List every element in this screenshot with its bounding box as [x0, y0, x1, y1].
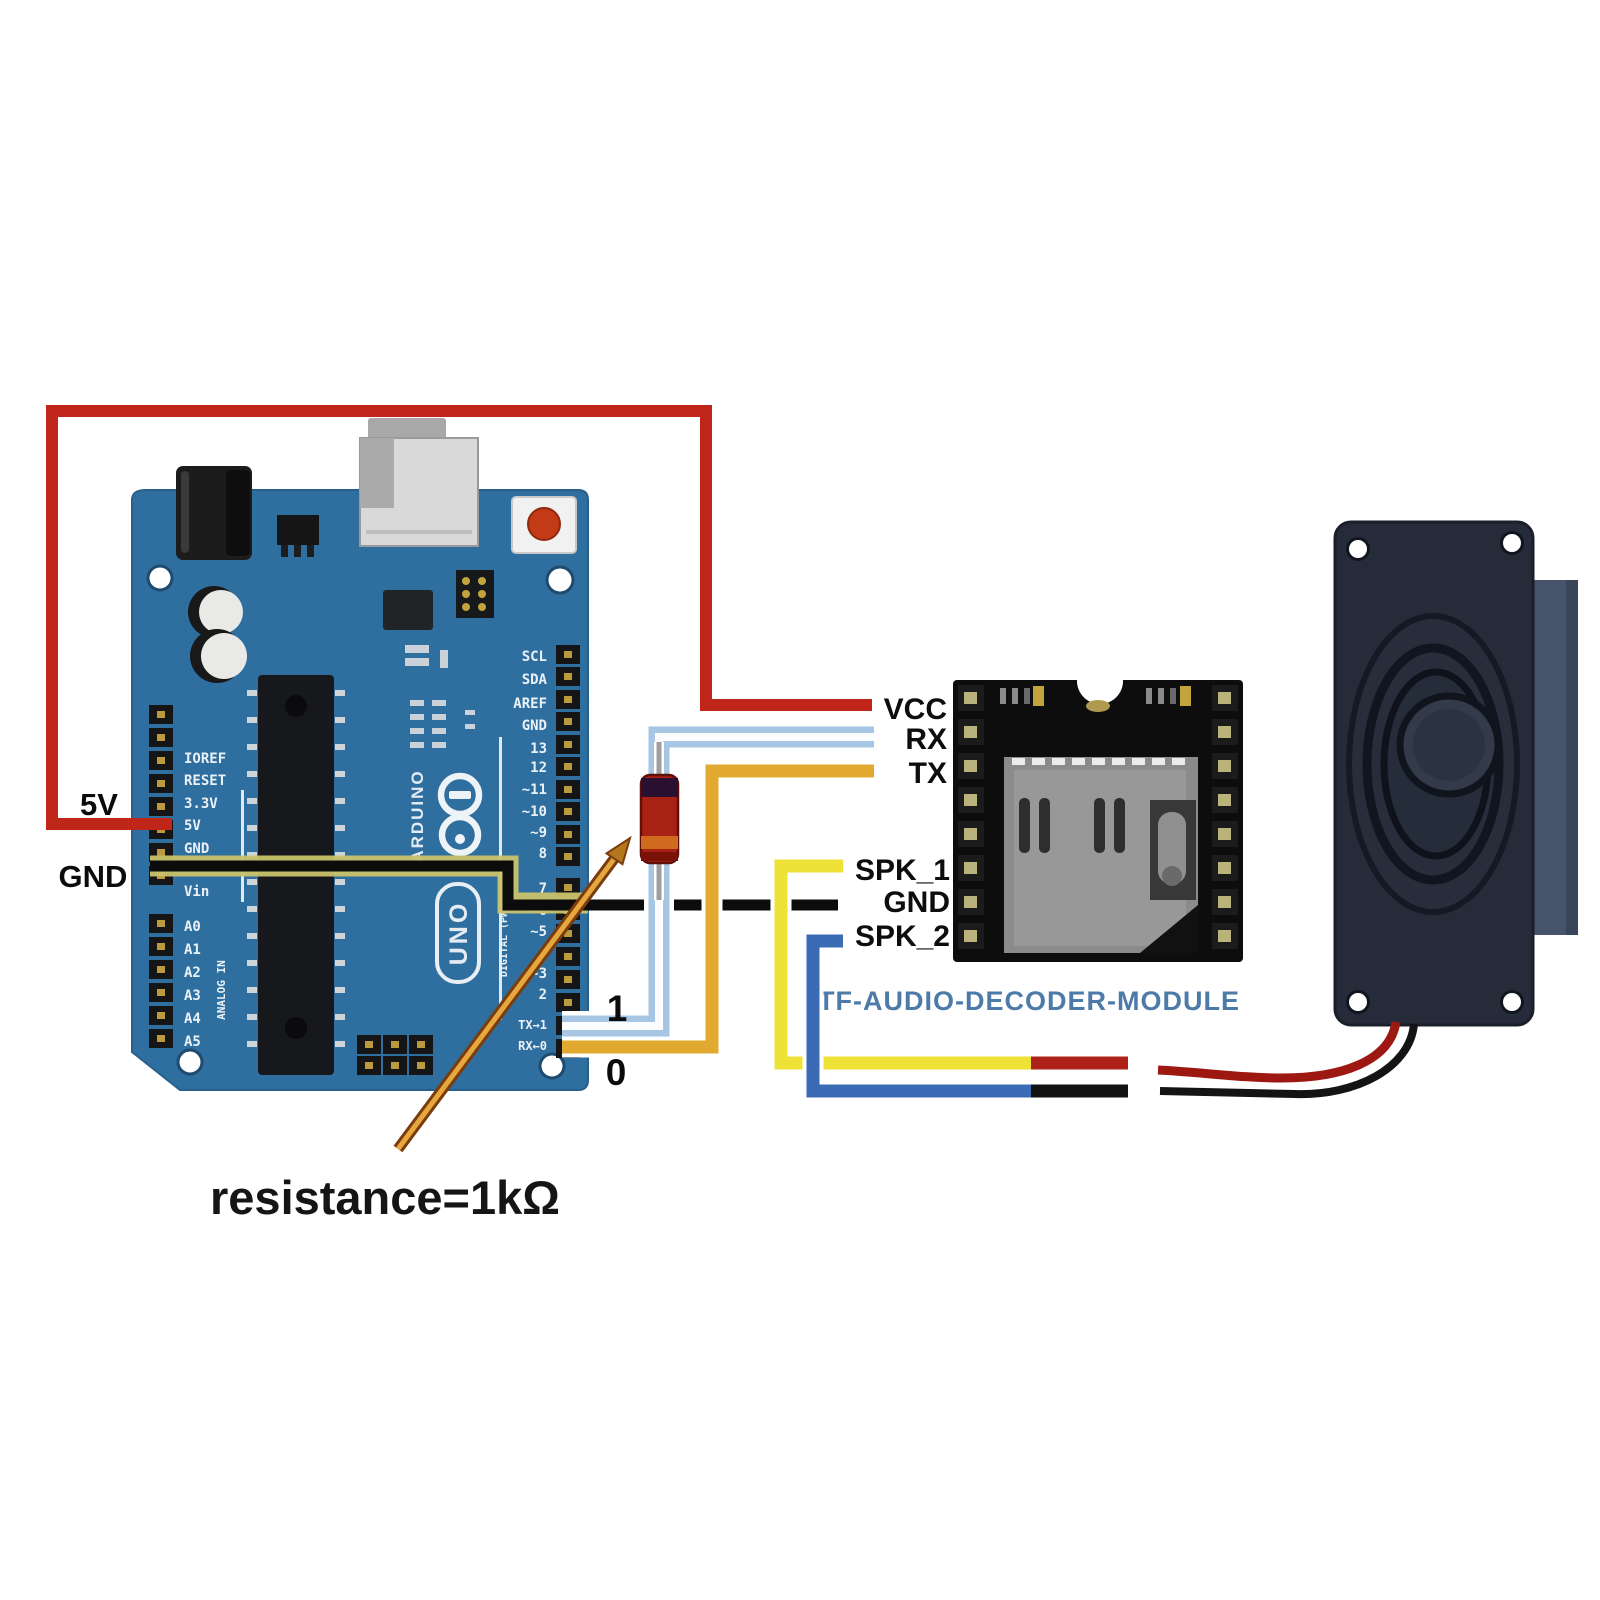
infinity-ring-2	[438, 813, 482, 857]
wire-spk1-yellow	[770, 855, 1031, 1074]
label-5v: 5V	[80, 787, 118, 822]
module-gold-oval	[1086, 700, 1110, 712]
wire-tx-yellow	[562, 760, 874, 1058]
pin-label-2: 2	[539, 987, 547, 1003]
pin-label-10: ~10	[522, 804, 547, 820]
speaker-wire-black	[1159, 1023, 1418, 1099]
analog-pin-labels: A0 A1 A2 A3 A4 A5	[184, 919, 201, 1050]
module-top-notch	[1077, 658, 1123, 704]
speaker-mount-holes	[1346, 531, 1524, 1014]
pin-label-reset: RESET	[184, 773, 226, 789]
uno-badge: UNO	[435, 882, 481, 984]
pin-label-7: 7	[539, 881, 547, 897]
pin-label-5: ~5	[530, 924, 547, 940]
analog-section-label: ANALOG IN	[215, 960, 228, 1020]
reset-button	[511, 496, 577, 554]
pin-label-sda: SDA	[522, 672, 548, 688]
voltage-regulator	[277, 515, 319, 557]
module-title: TF-AUDIO-DECODER-MODULE	[818, 986, 1240, 1016]
pin-label-a0: A0	[184, 919, 201, 935]
pin-label-ioref: IOREF	[184, 751, 226, 767]
silk-line-left	[241, 790, 244, 902]
digital-section-label: DIGITAL (PWM~)	[499, 893, 510, 977]
module-label-spk1: SPK_1	[855, 854, 950, 887]
pin-label-8: 8	[539, 846, 547, 862]
uno-model-text: UNO	[445, 901, 473, 966]
pin-label-9: ~9	[530, 825, 547, 841]
resistor-1k	[639, 742, 680, 900]
smd-components	[405, 645, 475, 748]
arduino-board: IOREF RESET 3.3V 5V GND Vin A0 A1 A2 A3 …	[131, 418, 589, 1091]
speaker-magnet-shade	[1566, 580, 1578, 935]
pin-label-12: 12	[530, 760, 547, 776]
usb-connector	[359, 418, 479, 547]
label-gnd: GND	[59, 859, 128, 894]
module-label-spk2: SPK_2	[855, 920, 950, 953]
wire-spk2-blue	[802, 930, 1031, 1102]
pin-label-5v: 5V	[184, 818, 201, 834]
label-pin1: 1	[607, 988, 628, 1029]
power-jack	[176, 466, 252, 560]
pin-label-a2: A2	[184, 965, 201, 981]
pin-label-a1: A1	[184, 942, 201, 958]
arduino-logo: ARDUINO	[408, 769, 483, 863]
arduino-pcb	[131, 489, 589, 1091]
logo-minus-bar	[449, 791, 471, 799]
logo-plus-dot	[455, 834, 465, 844]
speaker-wire-red	[1157, 1021, 1401, 1083]
module-label-rx: RX	[905, 723, 947, 756]
wire-5v-red	[46, 405, 872, 830]
module-label-tx: TX	[909, 757, 947, 790]
mounting-holes	[146, 564, 575, 1080]
pin-label-vin: Vin	[184, 884, 209, 900]
pin-label-tx1: TX→1	[518, 1018, 547, 1032]
pin-label-aref: AREF	[513, 696, 547, 712]
pin-label-a3: A3	[184, 988, 201, 1004]
arduino-brand-text: ARDUINO	[408, 769, 427, 862]
pin-label-gnd: GND	[184, 841, 209, 857]
microsd-slot	[1004, 757, 1198, 953]
pin-label-gnd2: GND	[522, 718, 547, 734]
pin-label-13: 13	[530, 741, 547, 757]
pointer-arrow	[393, 835, 632, 1153]
icsp-header	[456, 570, 494, 618]
pin-label-rx0: RX←0	[518, 1039, 547, 1053]
label-pin0: 0	[606, 1052, 627, 1093]
module-pin-labels: VCC RX TX SPK_1 GND SPK_2	[855, 693, 950, 953]
pin-label-a5: A5	[184, 1034, 201, 1050]
usb-chip	[383, 590, 433, 630]
capacitors	[188, 586, 247, 683]
pin-label-scl: SCL	[522, 649, 547, 665]
pin-label-11: ~11	[522, 782, 547, 798]
module-label-vcc: VCC	[884, 693, 947, 726]
tf-audio-decoder-module: TF-AUDIO-DECODER-MODULE	[818, 658, 1243, 1016]
module-top-contacts	[1000, 686, 1191, 706]
resistor-note: resistance=1kΩ	[210, 1171, 560, 1224]
module-label-gnd: GND	[883, 886, 950, 919]
speaker	[1157, 520, 1578, 1099]
pin-label-a4: A4	[184, 1011, 201, 1027]
power-pin-labels: IOREF RESET 3.3V 5V GND Vin	[184, 751, 226, 900]
pin-label-3v3: 3.3V	[184, 796, 218, 812]
